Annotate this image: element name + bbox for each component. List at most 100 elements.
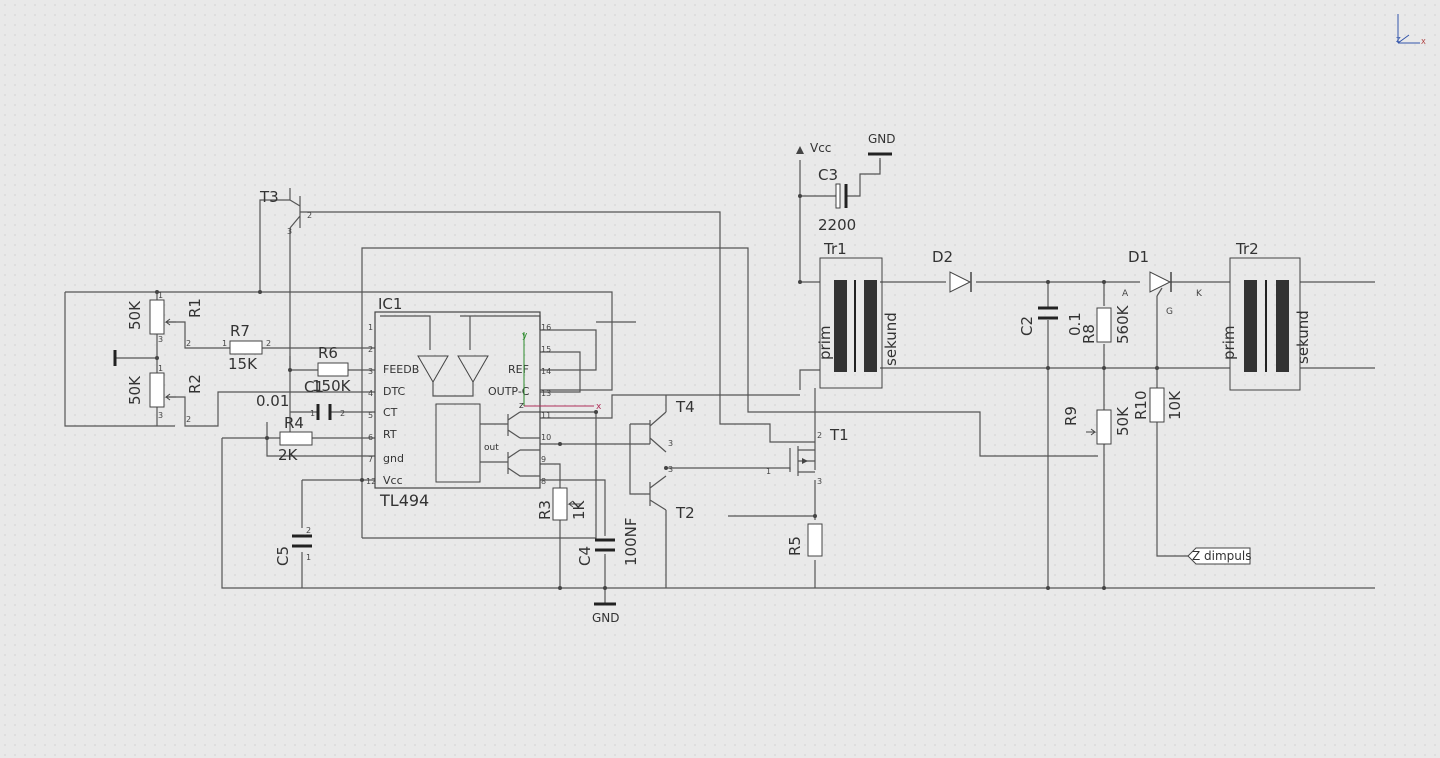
svg-text:2: 2 [340, 409, 345, 418]
c5-capacitor[interactable]: C5 21 [274, 526, 312, 566]
tr1-sek-label: sekund [882, 312, 900, 366]
svg-text:10: 10 [541, 433, 551, 442]
t3-transistor[interactable]: T3 32 [259, 188, 312, 236]
vcc-label: Vcc [810, 141, 831, 155]
t4-transistor[interactable]: T4 3 [630, 398, 695, 453]
svg-text:4: 4 [368, 389, 373, 398]
gnd-top-label: GND [868, 132, 896, 146]
c4-capacitor[interactable]: C4 100NF [576, 518, 640, 566]
svg-text:3: 3 [158, 335, 163, 344]
svg-text:6: 6 [368, 433, 373, 442]
r8-resistor[interactable]: R8 560K [1080, 304, 1132, 344]
svg-text:2: 2 [186, 415, 191, 424]
svg-text:7: 7 [368, 455, 373, 464]
c3-capacitor[interactable]: C3 2200 [818, 166, 856, 234]
d2-diode[interactable]: D2 [932, 248, 972, 293]
junction-dots [155, 194, 1159, 590]
r3-value: 1K [570, 499, 588, 520]
r2-value: 50K [126, 375, 144, 405]
axes-orientation-icon: Z X [1396, 14, 1426, 46]
r8-ref: R8 [1080, 324, 1098, 344]
svg-text:11: 11 [541, 411, 551, 420]
r6-value: 150K [312, 377, 352, 395]
r10-potentiometer[interactable]: R10 10K [1132, 387, 1184, 423]
axes-x-label: X [1421, 38, 1426, 46]
ic1-pin-feedb: FEEDB [383, 363, 419, 376]
ic1-pin-ref: REF [508, 363, 529, 376]
svg-text:1: 1 [306, 553, 311, 562]
tr1-prim-label: prim [816, 326, 834, 360]
impulse-terminal[interactable]: Z dimpuls [1187, 547, 1251, 565]
r5-ref: R5 [786, 536, 804, 556]
ic1-out-label: out [484, 443, 499, 453]
svg-text:12: 12 [366, 477, 376, 486]
svg-text:2: 2 [368, 345, 373, 354]
r4-resistor[interactable]: R4 2K [278, 414, 313, 464]
cad-cursor: y z x [519, 331, 602, 412]
svg-text:3: 3 [668, 465, 673, 474]
wires [64, 158, 1375, 604]
ic1-pin-ct: CT [383, 406, 398, 419]
r8-value: 560K [1114, 304, 1132, 344]
ic1-pin-gnd: gnd [383, 452, 404, 465]
r6-resistor[interactable]: R6 150K [312, 344, 352, 395]
tr2-sek-label: sekund [1294, 310, 1312, 364]
c4-ref: C4 [576, 546, 594, 566]
svg-text:9: 9 [541, 455, 546, 464]
svg-text:2: 2 [186, 339, 191, 348]
ic1-tl494[interactable]: IC1 TL494 FEEDB DTC CT RT gnd Vcc REF OU… [366, 295, 551, 510]
r6-ref: R6 [318, 344, 338, 362]
r3-potentiometer[interactable]: R3 1K [536, 487, 588, 521]
d1-gate-label: G [1166, 307, 1173, 317]
svg-text:2: 2 [817, 431, 822, 440]
ground-symbol-top: GND [868, 132, 896, 156]
r10-ref: R10 [1132, 390, 1150, 420]
svg-text:2: 2 [307, 211, 312, 220]
tr2-ref: Tr2 [1235, 240, 1259, 258]
gnd-bottom-label: GND [592, 611, 620, 625]
d1-cathode-label: K [1196, 289, 1203, 299]
t4-ref: T4 [675, 398, 695, 416]
svg-text:1: 1 [222, 339, 227, 348]
r1-value: 50K [126, 300, 144, 330]
c1-ref: C1 [304, 378, 324, 396]
svg-text:2: 2 [266, 339, 271, 348]
ic1-name: TL494 [379, 491, 429, 510]
r4-value: 2K [278, 446, 299, 464]
d1-ref: D1 [1128, 248, 1149, 266]
r1-ref: R1 [186, 298, 204, 318]
t2-transistor[interactable]: T2 3 [649, 465, 695, 522]
r4-ref: R4 [284, 414, 304, 432]
r5-resistor[interactable]: R5 [786, 523, 823, 557]
c2-capacitor[interactable]: C2 0.1 [1018, 306, 1084, 336]
cursor-x-label: x [596, 402, 602, 412]
cursor-y-label: y [522, 331, 528, 341]
tr2-transformer[interactable]: Tr2 prim sekund [1220, 240, 1312, 391]
tr2-prim-label: prim [1220, 326, 1238, 360]
svg-text:8: 8 [541, 477, 546, 486]
r7-value: 15K [228, 355, 258, 373]
ground-symbol-bottom: GND [592, 602, 620, 625]
svg-text:5: 5 [368, 411, 373, 420]
svg-text:3: 3 [158, 411, 163, 420]
impulse-label: Z dimpuls [1192, 549, 1251, 563]
t1-mosfet[interactable]: T1 123 [766, 426, 849, 486]
vcc-terminal: Vcc [796, 141, 831, 155]
c2-ref: C2 [1018, 316, 1036, 336]
d1-anode-label: A [1122, 289, 1129, 299]
r9-potentiometer[interactable]: R9 50K [1062, 406, 1132, 445]
svg-text:2: 2 [306, 526, 311, 535]
d1-thyristor[interactable]: D1 A K G [1122, 248, 1203, 317]
svg-text:1: 1 [158, 364, 163, 373]
svg-text:1: 1 [766, 467, 771, 476]
r3-ref: R3 [536, 500, 554, 520]
ic1-pin-vcc: Vcc [383, 474, 403, 487]
tr1-transformer[interactable]: Tr1 prim sekund [816, 240, 900, 389]
svg-text:1: 1 [368, 323, 373, 332]
ic1-pin-dtc: DTC [383, 385, 406, 398]
